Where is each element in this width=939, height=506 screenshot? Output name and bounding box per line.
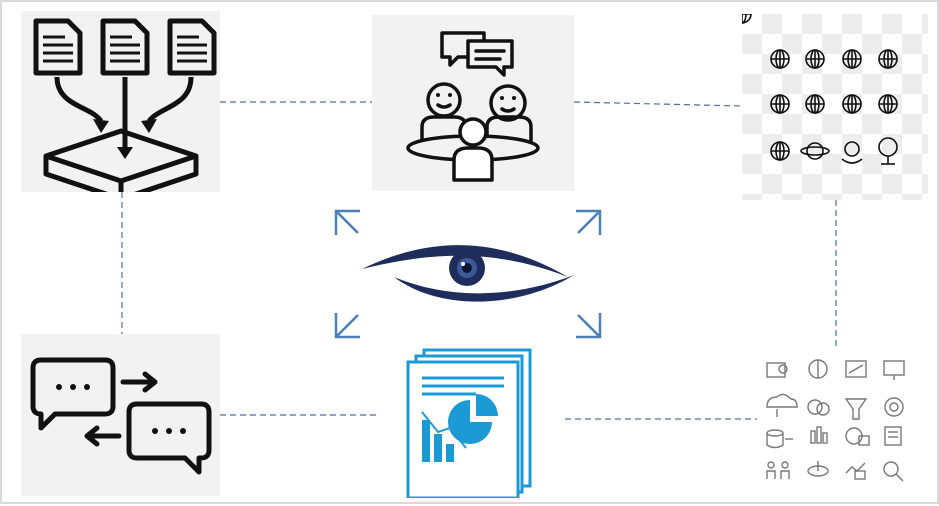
globe-grid-panel [742,14,928,200]
meeting-chat-icon [406,31,540,182]
edge-meeting-globes [573,101,743,107]
analytics-icons-grid [766,359,905,482]
eye-shape [362,245,574,302]
documents-funnel-panel [21,11,220,192]
chat-bubbles-exchange-icon [30,357,212,475]
conversation-panel [21,334,220,496]
report-panel [376,342,565,498]
report-charts-icon [406,348,532,498]
focus-frame-corners [334,209,602,339]
team-meeting-panel [372,15,574,191]
documents-into-tray-icon [33,18,217,192]
globe-icons-grid [742,14,898,165]
analytics-grid-panel [757,347,927,497]
eye-focus-icon [334,209,602,339]
